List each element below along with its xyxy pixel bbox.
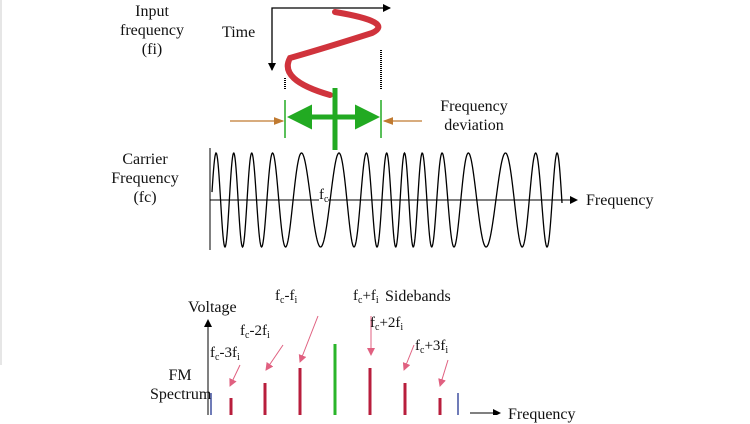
modulated-carrier-wave bbox=[211, 151, 563, 249]
time-label: Time bbox=[222, 24, 256, 41]
sideband-label-fc+2fi: fc+2fi bbox=[370, 315, 404, 333]
pointer-arrow bbox=[265, 344, 284, 371]
fc-label: fc bbox=[319, 186, 329, 209]
pointer-arrow bbox=[298, 315, 319, 363]
input-frequency-label: Input frequency (fi) bbox=[120, 3, 184, 58]
fm-spectrum-label: FM Spectrum bbox=[150, 367, 212, 403]
pointer-arrows bbox=[229, 315, 449, 387]
sideband-label-fc-fi: fc-fi bbox=[275, 288, 298, 306]
diagram-graphics bbox=[0, 0, 578, 415]
sidebands-label: Sidebands bbox=[385, 288, 451, 305]
sideband-label-fc+fi: fc+fi bbox=[353, 288, 379, 306]
input-signal-wave bbox=[284, 9, 382, 98]
voltage-label: Voltage bbox=[188, 299, 237, 316]
sideband-label-fc-3fi: fc-3fi bbox=[210, 345, 240, 363]
frequency-axis-label: Frequency bbox=[586, 192, 654, 209]
sideband-label-fc-2fi: fc-2fi bbox=[240, 323, 270, 341]
fm-diagram: Input frequency (fi) Time Frequency devi… bbox=[0, 0, 654, 423]
pointer-arrow bbox=[438, 359, 449, 387]
pointer-arrow bbox=[402, 344, 415, 371]
frequency-deviation-label: Frequency deviation bbox=[440, 98, 508, 134]
pointer-arrow bbox=[229, 364, 241, 387]
carrier-frequency-label: Carrier Frequency (fc) bbox=[111, 151, 179, 206]
sideband-label-fc+3fi: fc+3fi bbox=[415, 338, 449, 356]
